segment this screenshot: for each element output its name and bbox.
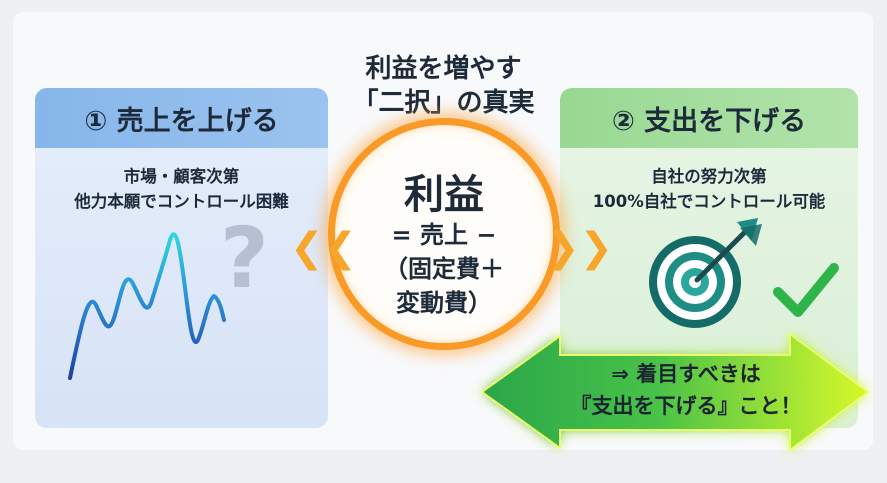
- right-text-line-2: 100%自社でコントロール可能: [592, 192, 826, 211]
- chevron-double-right-icon: ❯❯: [546, 225, 614, 271]
- right-text-line-1: 自社の努力次第: [651, 167, 767, 186]
- arrow-line-2: 『支出を下げる』こと！: [570, 394, 802, 418]
- arrow-message: ⇒ 着目すべきは 『支出を下げる』こと！: [500, 358, 872, 422]
- left-panel: ① 売上を上げる 市場・顧客次第 他力本願でコントロール困難: [35, 88, 328, 428]
- right-panel-heading: ② 支出を下げる: [560, 88, 858, 148]
- formula-line-2: （固定費＋: [384, 255, 504, 283]
- main-title: 利益を増やす 「二択」の真実: [300, 52, 587, 120]
- profit-formula: 利益 = 売上 − （固定費＋ 変動費）: [342, 172, 546, 320]
- question-mark-icon: ?: [220, 209, 269, 307]
- profit-label: 利益: [404, 172, 484, 218]
- left-text-line-2: 他力本願でコントロール困難: [74, 192, 289, 211]
- title-line-2: 「二択」の真実: [352, 88, 535, 118]
- right-panel-text: 自社の努力次第 100%自社でコントロール可能: [560, 164, 858, 214]
- left-panel-text: 市場・顧客次第 他力本願でコントロール困難: [35, 164, 328, 214]
- formula-line-1: = 売上 −: [391, 221, 497, 249]
- arrow-line-1: ⇒ 着目すべきは: [611, 362, 761, 386]
- title-line-1: 利益を増やす: [365, 54, 522, 84]
- chevron-double-left-icon: ❮❮: [290, 225, 358, 271]
- formula-line-3: 変動費）: [396, 289, 492, 317]
- left-text-line-1: 市場・顧客次第: [123, 167, 240, 186]
- profit-ring: [328, 118, 560, 350]
- formula-text: = 売上 − （固定費＋ 変動費）: [342, 218, 546, 320]
- left-panel-heading: ① 売上を上げる: [35, 88, 328, 148]
